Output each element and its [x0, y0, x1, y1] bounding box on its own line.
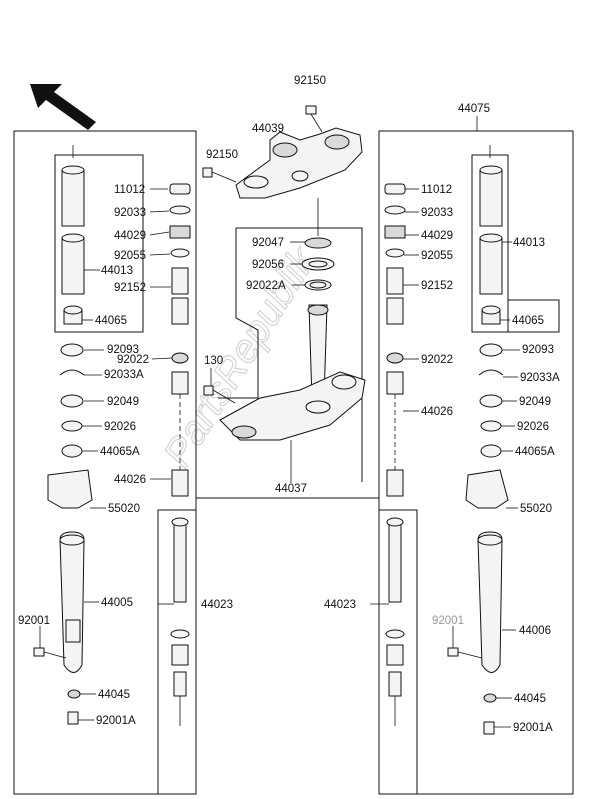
label-92001-right: 92001	[432, 615, 464, 627]
label-44005: 44005	[101, 597, 133, 609]
label-92152-left: 92152	[114, 282, 146, 294]
label-92022-left: 92022	[117, 354, 149, 366]
front-direction-arrow	[30, 84, 96, 130]
label-11012-left: 11012	[114, 184, 145, 196]
left-inner-tube-frame	[54, 154, 144, 333]
label-92093-left: 92093	[107, 344, 139, 356]
label-44045-right: 44045	[514, 693, 546, 705]
upper-bracket-part	[235, 127, 363, 199]
label-92049-left: 92049	[107, 396, 139, 408]
label-92033a-left: 92033A	[104, 369, 144, 381]
label-92033a-right: 92033A	[520, 372, 560, 384]
right-damper-part	[385, 517, 405, 726]
left-damper-frame	[157, 509, 197, 795]
label-44037: 44037	[275, 483, 307, 495]
label-92047: 92047	[252, 237, 284, 249]
label-44029-right: 44029	[421, 230, 453, 242]
stem-bolt-part	[203, 385, 236, 404]
label-92033-right: 92033	[421, 207, 453, 219]
side-bolt-part	[202, 167, 237, 183]
label-44045-left: 44045	[98, 689, 130, 701]
right-inner-tube-part	[479, 145, 503, 325]
top-bolt-part	[305, 105, 323, 133]
label-92152-right: 92152	[421, 280, 453, 292]
stem-inner-frame	[218, 228, 259, 399]
label-92022a: 92022A	[246, 280, 286, 292]
label-92150-top: 92150	[294, 75, 326, 87]
label-92033-left: 92033	[114, 207, 146, 219]
label-92026-right: 92026	[517, 421, 549, 433]
label-130: 130	[204, 355, 223, 367]
label-44039: 44039	[252, 123, 284, 135]
label-92001a-left: 92001A	[96, 715, 136, 727]
label-44023-left: 44023	[201, 599, 233, 611]
label-44013-right: 44013	[513, 237, 545, 249]
left-fork-frame	[13, 130, 197, 795]
label-44065a-left: 44065A	[100, 446, 140, 458]
label-92001a-right: 92001A	[513, 722, 553, 734]
label-55020-left: 55020	[108, 503, 140, 515]
label-44023-right: 44023	[324, 599, 356, 611]
stem-parts	[219, 198, 366, 441]
label-92001-left: 92001	[18, 615, 50, 627]
label-92055-right: 92055	[421, 250, 453, 262]
label-92056: 92056	[252, 259, 284, 271]
left-small-parts	[47, 183, 191, 509]
label-92093-right: 92093	[522, 344, 554, 356]
label-44075: 44075	[458, 103, 490, 115]
label-92055-left: 92055	[114, 250, 146, 262]
label-44065-right: 44065	[512, 315, 544, 327]
label-55020-right: 55020	[520, 503, 552, 515]
left-damper-part	[170, 517, 190, 726]
label-44029-left: 44029	[114, 230, 146, 242]
leader-lines	[39, 188, 520, 728]
label-44026-right: 44026	[421, 406, 453, 418]
label-92026-left: 92026	[104, 421, 136, 433]
left-outer-tube-part	[33, 531, 85, 725]
label-92022-right: 92022	[421, 354, 453, 366]
label-44026-left: 44026	[114, 474, 146, 486]
label-44065a-right: 44065A	[515, 446, 555, 458]
label-44006: 44006	[519, 625, 551, 637]
label-44013-left: 44013	[101, 265, 133, 277]
left-inner-tube-part	[61, 145, 85, 325]
right-fork-frame	[378, 130, 574, 795]
label-44065-left: 44065	[95, 315, 127, 327]
label-92150-side: 92150	[206, 149, 238, 161]
label-92049-right: 92049	[519, 396, 551, 408]
label-11012-right: 11012	[421, 184, 452, 196]
right-damper-frame	[378, 509, 418, 795]
right-small-parts	[384, 183, 509, 509]
right-outer-tube-part	[447, 531, 503, 735]
